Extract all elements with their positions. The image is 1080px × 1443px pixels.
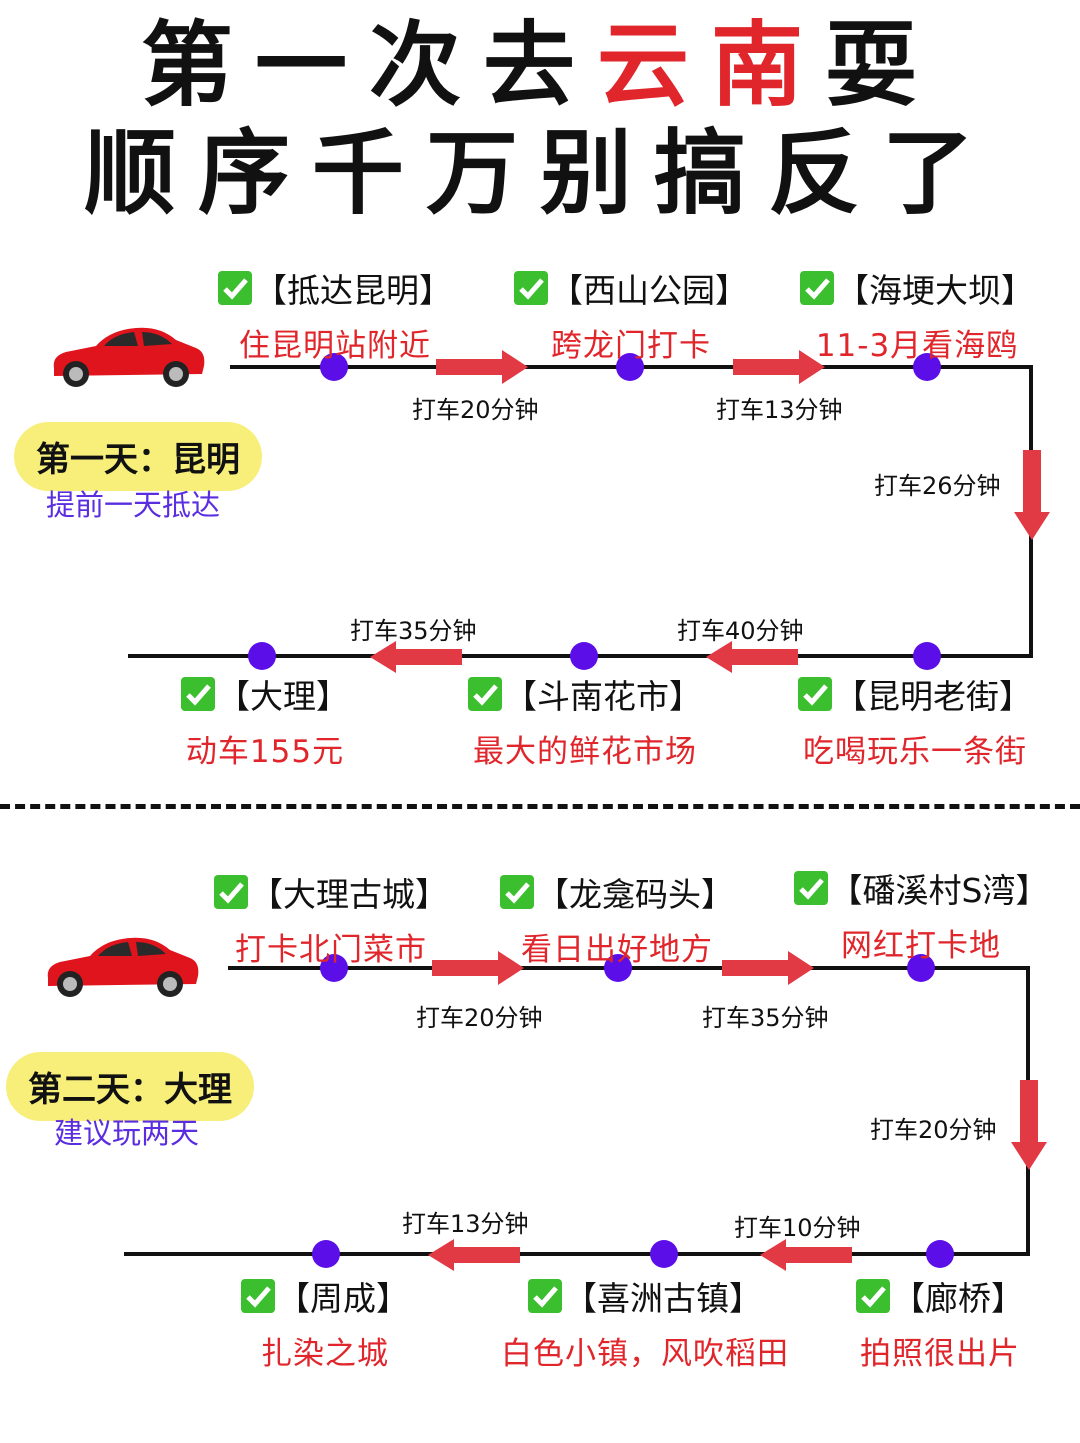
ride-time: 打车40分钟	[677, 617, 804, 645]
stop-desc: 跨龙门打卡	[551, 328, 711, 364]
car-icon	[42, 932, 202, 1004]
stop-desc: 拍照很出片	[860, 1336, 1020, 1372]
stop-dot	[604, 954, 632, 982]
arrow-down-icon	[1014, 450, 1050, 540]
stop-desc: 吃喝玩乐一条街	[803, 734, 1027, 770]
ride-time: 打车35分钟	[702, 1004, 829, 1032]
ride-time: 打车35分钟	[350, 617, 477, 645]
day-subtitle: 提前一天抵达	[46, 488, 221, 522]
stop-card: 【海埂大坝】 11-3月看海鸥	[782, 264, 1052, 365]
ride-time: 打车26分钟	[874, 472, 1001, 500]
checkmark-icon	[793, 871, 828, 905]
section-divider	[0, 804, 1080, 809]
stop-name: 【喜洲古镇】	[564, 1279, 762, 1318]
stop-desc: 动车155元	[185, 734, 345, 770]
stop-card: 【喜洲古镇】 白色小镇，风吹稻田	[490, 1272, 800, 1373]
arrow-right-icon	[436, 350, 528, 384]
stop-card: 【磻溪村S湾】 网红打卡地	[776, 864, 1066, 965]
stop-desc: 11-3月看海鸥	[815, 328, 1019, 364]
stop-name: 【廊桥】	[892, 1279, 1024, 1318]
stop-desc: 最大的鲜花市场	[473, 734, 697, 770]
stop-card: 【大理古城】 打卡北门菜市	[196, 868, 466, 969]
ride-time: 打车13分钟	[716, 396, 843, 424]
ride-time: 打车20分钟	[870, 1116, 997, 1144]
stop-card: 【龙龛码头】 看日出好地方	[482, 868, 752, 969]
stop-card: 【西山公园】 跨龙门打卡	[496, 264, 766, 365]
stop-dot	[312, 1240, 340, 1268]
checkmark-icon	[500, 875, 534, 909]
checkmark-icon	[241, 1279, 275, 1313]
stop-dot	[926, 1240, 954, 1268]
stop-dot	[570, 642, 598, 670]
checkmark-icon	[218, 271, 252, 305]
checkmark-icon	[468, 677, 502, 711]
page-title-line-2: 顺序千万别搞反了	[83, 120, 996, 227]
arrow-left-icon	[370, 641, 462, 673]
checkmark-icon	[514, 271, 548, 305]
title-text-a: 第一次去	[140, 12, 597, 119]
stop-card: 【斗南花市】 最大的鲜花市场	[450, 670, 720, 771]
stop-desc: 扎染之城	[261, 1336, 389, 1372]
day-badge: 第二天：大理	[6, 1052, 254, 1121]
stop-card: 【抵达昆明】 住昆明站附近	[200, 264, 470, 365]
stop-card: 【廊桥】 拍照很出片	[820, 1272, 1060, 1373]
arrow-right-icon	[733, 350, 825, 384]
ride-time: 打车20分钟	[412, 396, 539, 424]
stop-name: 【斗南花市】	[504, 677, 702, 716]
day-badge: 第一天：昆明	[14, 422, 262, 491]
stop-desc: 网红打卡地	[841, 928, 1001, 964]
stop-dot	[320, 954, 348, 982]
arrow-right-icon	[722, 951, 814, 985]
route-line-bottom	[124, 1252, 1030, 1256]
stop-card: 【昆明老街】 吃喝玩乐一条街	[780, 670, 1050, 771]
page-title-line-1: 第一次去云南耍	[0, 20, 1080, 112]
stop-dot	[616, 353, 644, 381]
stop-name: 【大理】	[217, 677, 349, 716]
checkmark-icon	[528, 1279, 562, 1313]
checkmark-icon	[798, 677, 832, 711]
stop-dot	[320, 353, 348, 381]
checkmark-icon	[800, 271, 834, 305]
stop-name: 【磻溪村S湾】	[829, 871, 1049, 910]
checkmark-icon	[856, 1279, 890, 1313]
ride-time: 打车10分钟	[734, 1214, 861, 1242]
stop-dot	[650, 1240, 678, 1268]
stop-name: 【昆明老街】	[834, 677, 1032, 716]
stop-name: 【龙龛码头】	[536, 875, 734, 914]
stop-desc: 看日出好地方	[521, 932, 713, 968]
stop-desc: 住昆明站附近	[239, 328, 431, 364]
stop-card: 【大理】 动车155元	[150, 670, 380, 771]
ride-time: 打车20分钟	[416, 1004, 543, 1032]
stop-name: 【周成】	[277, 1279, 409, 1318]
stop-desc: 白色小镇，风吹稻田	[501, 1336, 789, 1372]
ride-time: 打车13分钟	[402, 1210, 529, 1238]
checkmark-icon	[181, 677, 215, 711]
arrow-left-icon	[706, 641, 798, 673]
stop-name: 【海埂大坝】	[836, 271, 1034, 310]
checkmark-icon	[214, 875, 248, 909]
stop-name: 【大理古城】	[250, 875, 448, 914]
stop-desc: 打卡北门菜市	[235, 932, 427, 968]
stop-dot	[913, 353, 941, 381]
arrow-down-icon	[1011, 1080, 1047, 1170]
stop-card: 【周成】 扎染之城	[210, 1272, 440, 1373]
title-highlight: 云南	[596, 12, 825, 119]
arrow-right-icon	[432, 951, 524, 985]
car-icon	[48, 322, 208, 394]
stop-dot	[907, 954, 935, 982]
stop-dot	[913, 642, 941, 670]
title-text-b: 耍	[825, 12, 940, 119]
stop-name: 【抵达昆明】	[254, 271, 452, 310]
stop-dot	[248, 642, 276, 670]
stop-name: 【西山公园】	[550, 271, 748, 310]
arrow-left-icon	[760, 1239, 852, 1271]
arrow-left-icon	[428, 1239, 520, 1271]
day-subtitle: 建议玩两天	[54, 1116, 200, 1150]
